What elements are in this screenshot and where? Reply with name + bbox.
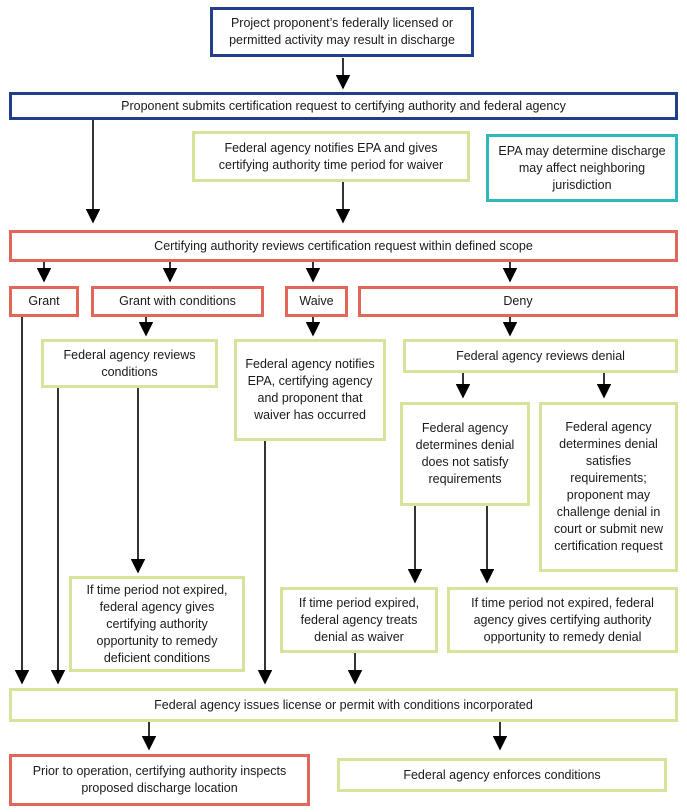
waive-node: Waive [285,286,348,317]
agency-reviews-conditions-node: Federal agency reviews conditions [41,339,218,388]
grant-with-conditions-node: Grant with conditions [91,286,264,317]
remedy-conditions-node: If time period not expired, federal agen… [69,576,245,672]
grant-node: Grant [9,286,79,317]
submit-request-node: Proponent submits certification request … [9,92,678,120]
denial-satisfies-node: Federal agency determines denial satisfi… [539,402,678,572]
start-node: Project proponent’s federally licensed o… [210,7,474,57]
notify-epa-node: Federal agency notifies EPA and gives ce… [192,131,470,182]
remedy-denial-node: If time period not expired, federal agen… [447,587,678,653]
denial-not-satisfy-node: Federal agency determines denial does no… [400,402,530,506]
deny-node: Deny [358,286,678,317]
inspect-location-node: Prior to operation, certifying authority… [9,754,310,806]
enforce-conditions-node: Federal agency enforces conditions [337,758,667,792]
issue-license-node: Federal agency issues license or permit … [9,688,678,722]
expired-waiver-node: If time period expired, federal agency t… [280,587,438,653]
epa-neighbor-node: EPA may determine discharge may affect n… [486,134,678,202]
agency-reviews-denial-node: Federal agency reviews denial [403,339,678,373]
review-request-node: Certifying authority reviews certificati… [9,230,678,262]
agency-notifies-waiver-node: Federal agency notifies EPA, certifying … [234,339,386,441]
